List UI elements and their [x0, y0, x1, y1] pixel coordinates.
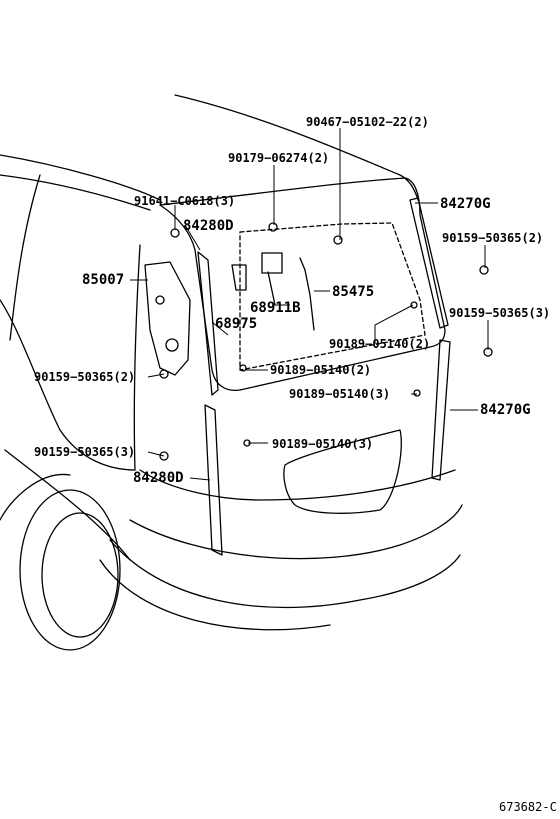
callout-90189-a: 90189−05140(2)	[329, 337, 431, 351]
bracket-68911B	[261, 252, 283, 274]
rear-wheel-inner	[41, 512, 119, 638]
callout-90189-c: 90189−05140(3)	[289, 387, 391, 401]
callout-84270G-top: 84270G	[440, 196, 491, 212]
callout-90159-l2: 90159−50365(3)	[34, 445, 136, 459]
bracket-68975	[231, 264, 247, 291]
wheel-arch	[4, 449, 131, 561]
callout-68911B: 68911B	[250, 300, 301, 316]
weatherstrip-upper-right	[409, 197, 449, 329]
left-pillar	[133, 244, 141, 471]
weatherstrip-upper-left	[197, 251, 219, 396]
rear-wheel	[19, 489, 121, 651]
roof-line	[174, 94, 419, 201]
weatherstrip-lower-right	[431, 339, 451, 481]
callout-90159-r1: 90159−50365(2)	[442, 231, 544, 245]
bumper-top	[129, 504, 463, 560]
callout-68975: 68975	[215, 316, 258, 332]
bumper-lower	[99, 559, 331, 631]
callout-90159-r2: 90159−50365(3)	[449, 306, 551, 320]
plate-recess	[283, 429, 402, 514]
door-lower	[139, 469, 456, 501]
left-quarter	[0, 299, 136, 471]
rear-window	[159, 177, 446, 391]
callout-90159-l1: 90159−50365(2)	[34, 370, 136, 384]
callout-90189-d: 90189−05140(3)	[272, 437, 374, 451]
side-panel	[9, 174, 41, 341]
callout-84280D-top: 84280D	[183, 218, 234, 234]
callout-90467: 90467−05102−22(2)	[306, 115, 429, 129]
diagram-reference-code: 673682-C	[499, 800, 557, 814]
callout-84270G-mid: 84270G	[480, 402, 531, 418]
door-closer-85007	[144, 261, 191, 376]
callout-84280D-bottom: 84280D	[133, 470, 184, 486]
roof-left-edge	[0, 154, 161, 201]
wheel-arch-2	[0, 473, 71, 521]
body-upper-contour	[0, 174, 151, 211]
callout-85475: 85475	[332, 284, 375, 300]
callout-90189-b: 90189−05140(2)	[270, 363, 372, 377]
callout-91641: 91641−C0618(3)	[134, 194, 236, 208]
leader-lines	[130, 128, 489, 481]
callout-90179: 90179−06274(2)	[228, 151, 330, 165]
bumper-bottom	[109, 539, 461, 609]
wire-harness-85475	[299, 257, 315, 331]
callout-85007: 85007	[82, 272, 125, 288]
weatherstrip-lower-left	[204, 404, 223, 556]
